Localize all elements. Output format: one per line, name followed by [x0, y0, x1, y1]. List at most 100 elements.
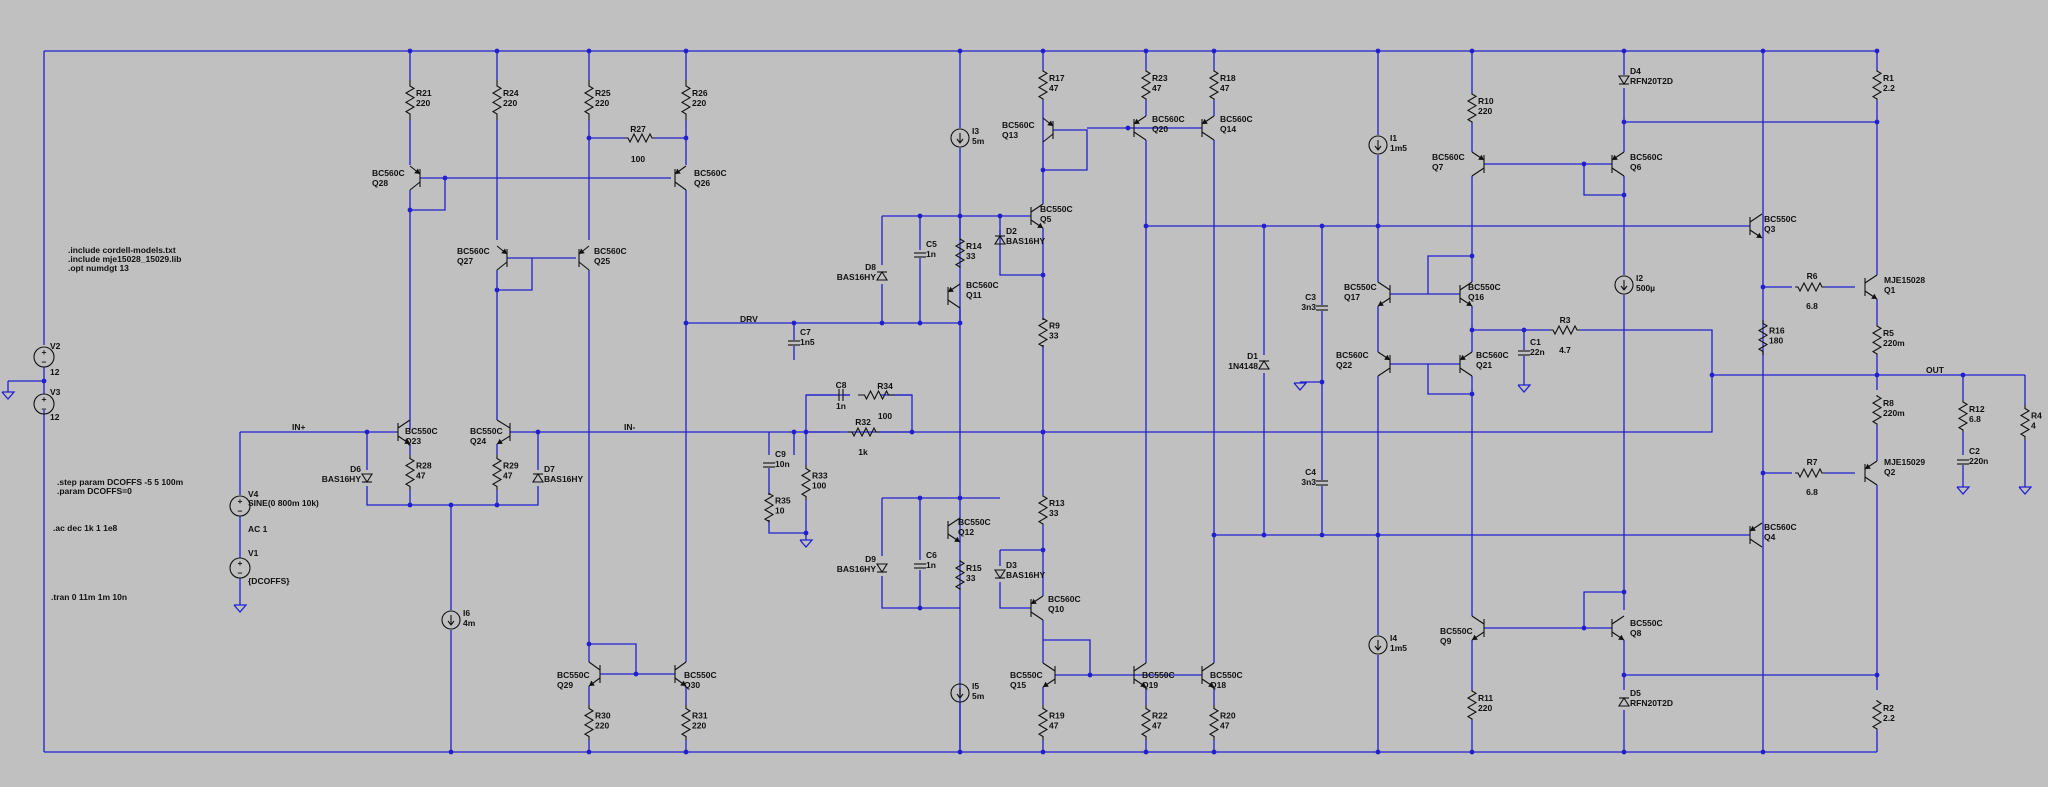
q4-ref-label: Q4 — [1764, 532, 1776, 542]
svg-text:+: + — [42, 347, 47, 357]
i3-value-label: 5m — [972, 136, 985, 146]
svg-text:+: + — [238, 496, 243, 506]
r33-value-label: 100 — [812, 481, 826, 491]
i5-ref-label: I5 — [972, 681, 979, 691]
r3-resistor — [1550, 324, 1580, 336]
q19-value-label: BC550C — [1142, 670, 1175, 680]
svg-text:−: − — [238, 568, 243, 578]
r5-ref-label: R5 — [1883, 328, 1894, 338]
labels: V212V312R21220R24220R25220R26220R27100BC… — [50, 66, 2042, 731]
i5-current-source — [950, 683, 970, 703]
r20-resistor — [1208, 705, 1220, 740]
q17-transistor — [1377, 281, 1391, 307]
r12-ref-label: R12 — [1969, 404, 1985, 414]
d9-ref-label: D9 — [865, 554, 876, 564]
r15-ref-label: R15 — [966, 563, 982, 573]
d9-value-label: BAS16HY — [837, 564, 877, 574]
junction-dots — [41, 48, 1966, 755]
q1-ref-label: Q1 — [1884, 285, 1896, 295]
q22-value-label: BC560C — [1336, 350, 1369, 360]
r32-resistor — [848, 426, 880, 438]
r14-ref-label: R14 — [966, 241, 982, 251]
r12-resistor — [1957, 400, 1969, 432]
wires — [1, 50, 2033, 753]
d7-value-label: BAS16HY — [544, 474, 584, 484]
q6-value-label: BC560C — [1630, 152, 1663, 162]
i1-value-label: 1m5 — [1390, 143, 1407, 153]
c1-capacitor — [1518, 350, 1530, 356]
r24-resistor — [491, 80, 503, 120]
r31-resistor — [680, 705, 692, 740]
i6-ref-label: I6 — [463, 608, 470, 618]
q28-value-label: BC560C — [372, 168, 405, 178]
q10-ref-label: Q10 — [1048, 604, 1064, 614]
i3-current-source — [950, 128, 970, 148]
q12-value-label: BC550C — [958, 517, 991, 527]
r32-value-label: 1k — [858, 447, 868, 457]
r16-ref-label: R16 — [1769, 326, 1785, 336]
c5-capacitor — [914, 252, 926, 258]
r22-resistor — [1140, 705, 1152, 740]
r27-ref-label: R27 — [630, 124, 646, 134]
q10-transistor — [1030, 595, 1044, 621]
c9-ref-label: C9 — [775, 449, 786, 459]
d5-diode — [1618, 696, 1630, 707]
svg-text:+: + — [42, 394, 47, 404]
q11-transistor — [947, 283, 961, 309]
q2-transistor — [1864, 460, 1878, 486]
d3-value-label: BAS16HY — [1006, 570, 1046, 580]
q20-transistor — [1133, 115, 1147, 141]
r10-resistor — [1466, 93, 1478, 123]
v2-value-label: 12 — [50, 367, 60, 377]
d1-ref-label: D1 — [1247, 351, 1258, 361]
i4-ref-label: I4 — [1390, 633, 1397, 643]
d1-value-label: 1N4148 — [1228, 361, 1258, 371]
q8-transistor — [1611, 615, 1625, 641]
r28-value-label: 47 — [416, 471, 426, 481]
r23-ref-label: R23 — [1152, 73, 1168, 83]
q9-value-label: BC550C — [1440, 626, 1473, 636]
r4-value-label: 4 — [2031, 421, 2036, 431]
q6-transistor — [1611, 151, 1625, 177]
r21-value-label: 220 — [416, 98, 430, 108]
r7-resistor — [1795, 467, 1825, 479]
q11-ref-label: Q11 — [966, 290, 982, 300]
v4-value-label: SINE(0 800m 10k) — [248, 498, 319, 508]
c8-capacitor — [838, 389, 844, 401]
q15-ref-label: Q15 — [1010, 680, 1026, 690]
d9-diode — [876, 563, 888, 574]
d5-ref-label: D5 — [1630, 688, 1641, 698]
c4-ref-label: C4 — [1305, 467, 1316, 477]
r4-resistor — [2019, 405, 2031, 440]
r1-value-label: 2.2 — [1883, 83, 1895, 93]
r9-resistor — [1037, 317, 1049, 348]
q14-ref-label: Q14 — [1220, 124, 1236, 134]
r7-value-label: 6.8 — [1806, 487, 1818, 497]
c1-value-label: 22n — [1530, 347, 1545, 357]
r30-value-label: 220 — [595, 721, 609, 731]
r27-value-label: 100 — [631, 154, 645, 164]
r13-ref-label: R13 — [1049, 498, 1065, 508]
directive-ac: .ac dec 1k 1 1e8 — [53, 523, 118, 533]
q14-value-label: BC560C — [1220, 114, 1253, 124]
d5-value-label: RFN20T2D — [1630, 698, 1673, 708]
r14-value-label: 33 — [966, 251, 976, 261]
r8-value-label: 220m — [1883, 408, 1905, 418]
r24-ref-label: R24 — [503, 88, 519, 98]
c3-capacitor — [1316, 305, 1328, 311]
q2-ref-label: Q2 — [1884, 467, 1896, 477]
c7-value-label: 1n5 — [800, 337, 815, 347]
r30-resistor — [583, 705, 595, 740]
r15-resistor — [954, 560, 966, 590]
d4-ref-label: D4 — [1630, 66, 1641, 76]
r22-ref-label: R22 — [1152, 711, 1168, 721]
r10-ref-label: R10 — [1478, 96, 1494, 106]
r32-ref-label: R32 — [855, 417, 871, 427]
r35-resistor — [763, 492, 775, 523]
r34-resistor — [858, 389, 895, 401]
i2-value-label: 500µ — [1636, 283, 1655, 293]
r29-resistor — [491, 455, 503, 490]
q1-value-label: MJE15028 — [1884, 275, 1925, 285]
d3-diode — [994, 569, 1006, 580]
